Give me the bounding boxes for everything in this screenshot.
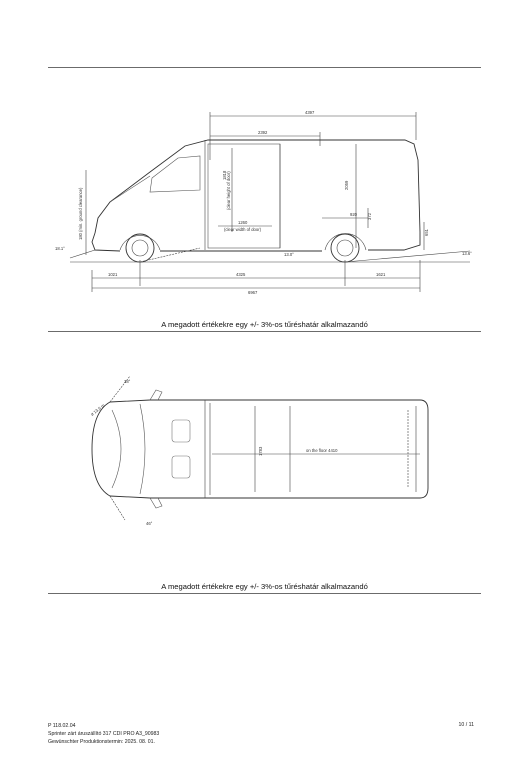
- dim-door-clear-width-note: (clear width of door): [224, 227, 262, 232]
- top-rule: [48, 67, 481, 68]
- dim-door-width-top: 2392: [258, 130, 268, 135]
- dim-overall-length: 6967: [248, 290, 258, 295]
- rule-after-top-view: [48, 593, 481, 594]
- document-code: P 118.02.04: [48, 723, 76, 729]
- dim-rear-overhang: 1621: [376, 272, 386, 277]
- dim-rear-height: 651: [424, 228, 429, 236]
- page-number: 10 / 11: [458, 722, 474, 728]
- dim-rear-sill: 372: [367, 212, 372, 220]
- side-view-drawing: 4397 2392 2059 1818 (clear height of doo…: [55, 110, 472, 295]
- dim-door-angle-top: 38°: [124, 379, 131, 384]
- dim-door-clear-width: 1260: [238, 220, 248, 225]
- rule-after-side-view: [48, 331, 481, 332]
- dim-front-overhang: 1021: [108, 272, 118, 277]
- footer-info: P 118.02.04 Sprinter zárt áruszállító 31…: [48, 722, 159, 746]
- dim-mirror-radius: ø 13,6 m: [90, 402, 107, 416]
- dim-overall-top: 4397: [305, 110, 315, 115]
- dim-interior-height: 2059: [344, 180, 349, 190]
- dim-ground-clearance: 180 (min. ground clearance): [78, 187, 83, 240]
- dim-floor-length: on the floor 4410: [306, 448, 338, 453]
- top-view-drawing: 38° ø 13,6 m 1783 on the floor 4410 46°: [90, 375, 429, 526]
- dim-front-angle: 18.1°: [55, 246, 65, 251]
- production-date: Gewünschter Produktionstermin: 2025. 08.…: [48, 739, 155, 745]
- dim-wheelbase: 4325: [236, 272, 246, 277]
- dim-door-height: 1818: [222, 170, 227, 180]
- caption-top-view: A megadott értékekre egy +/- 3%-os tűrés…: [161, 582, 368, 591]
- dim-door-angle-bottom: 46°: [146, 521, 153, 526]
- model-name: Sprinter zárt áruszállító 317 CDI PRO A3…: [48, 731, 160, 737]
- dim-rear-step: 920: [350, 212, 358, 217]
- dim-rear-angle: 13.6°: [462, 251, 472, 256]
- dim-load-width: 1783: [258, 446, 263, 456]
- caption-side-view: A megadott értékekre egy +/- 3%-os tűrés…: [161, 320, 368, 329]
- dim-ramp-angle: 13.0°: [284, 252, 294, 257]
- dim-door-height-note: (clear height of door): [226, 171, 231, 210]
